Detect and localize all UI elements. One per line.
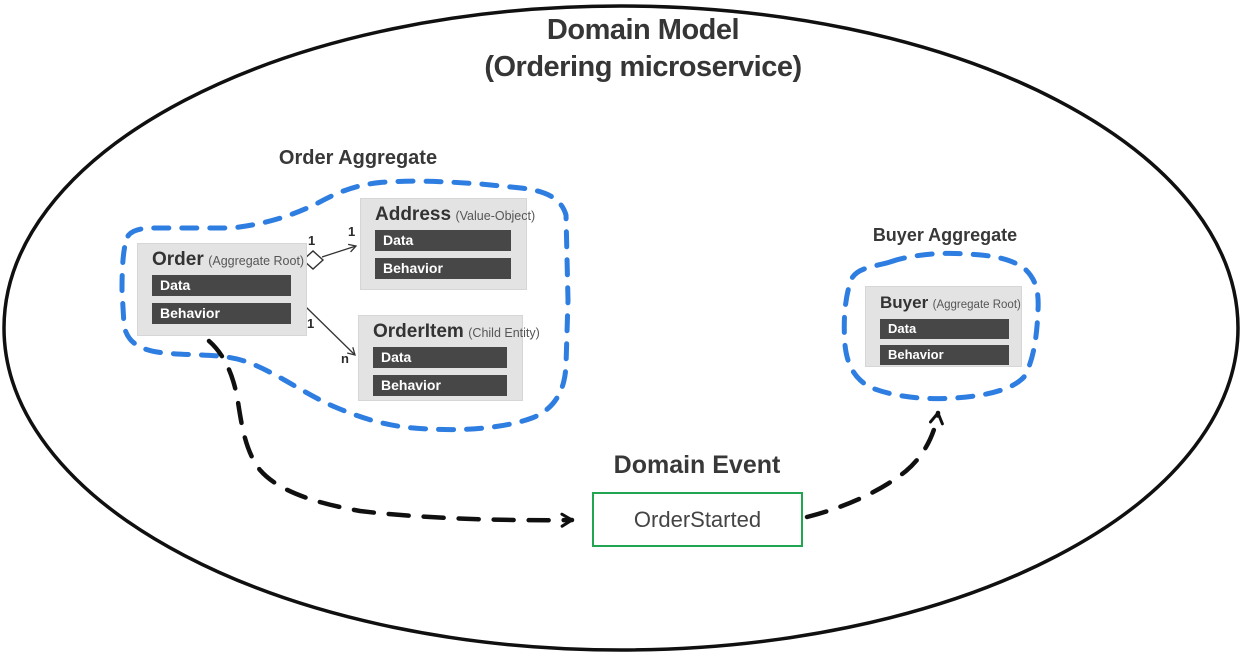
diagram-title: Domain Model (Ordering microservice) bbox=[293, 12, 993, 86]
aggregation-diamond bbox=[301, 250, 325, 270]
domain-boundary-ellipse bbox=[2, 4, 1240, 652]
address-entity-name: Address bbox=[375, 204, 452, 225]
domain-event-label: Domain Event bbox=[613, 451, 781, 479]
address-entity-box: Address (Value-Object) Data Behavior bbox=[360, 198, 535, 290]
order-orderitem-connector bbox=[305, 306, 356, 356]
order-aggregate-label: Order Aggregate bbox=[278, 147, 438, 169]
event-to-buyer-arrow bbox=[804, 410, 944, 520]
mult-order-item-target: n bbox=[341, 351, 349, 366]
mult-order-address-target: 1 bbox=[348, 224, 356, 239]
mult-order-address-source: 1 bbox=[308, 233, 316, 248]
orderitem-entity-name: OrderItem bbox=[373, 321, 464, 342]
buyer-entity-stereotype: (Aggregate Root) bbox=[932, 299, 1021, 311]
address-entity-stereotype: (Value-Object) bbox=[455, 209, 536, 223]
buyer-data-bar: Data bbox=[880, 319, 1009, 339]
diagram-title-line1: Domain Model bbox=[546, 14, 740, 46]
orderitem-entity-title: OrderItem (Child Entity) bbox=[358, 315, 540, 347]
diagram-title-line2: (Ordering microservice) bbox=[484, 51, 802, 83]
order-address-connector bbox=[321, 243, 358, 258]
buyer-behavior-bar: Behavior bbox=[880, 345, 1009, 365]
order-started-event-box: OrderStarted bbox=[592, 492, 803, 547]
buyer-entity-title: Buyer (Aggregate Root) bbox=[865, 286, 1022, 319]
mult-order-item-source: 1 bbox=[307, 316, 315, 331]
order-data-bar: Data bbox=[152, 275, 291, 296]
orderitem-data-bar: Data bbox=[373, 347, 507, 368]
buyer-aggregate-label: Buyer Aggregate bbox=[872, 225, 1018, 245]
buyer-entity-box: Buyer (Aggregate Root) Data Behavior bbox=[865, 286, 1022, 367]
buyer-entity-name: Buyer bbox=[880, 293, 929, 312]
order-behavior-bar: Behavior bbox=[152, 303, 291, 324]
address-data-bar: Data bbox=[375, 230, 511, 251]
order-entity-name: Order bbox=[152, 249, 204, 270]
address-entity-title: Address (Value-Object) bbox=[360, 198, 535, 230]
orderitem-entity-stereotype: (Child Entity) bbox=[468, 326, 540, 340]
address-behavior-bar: Behavior bbox=[375, 258, 511, 279]
order-aggregate-outline bbox=[119, 178, 571, 433]
buyer-aggregate-outline bbox=[841, 250, 1041, 402]
order-entity-title: Order (Aggregate Root) bbox=[137, 243, 307, 275]
order-to-event-arrow bbox=[206, 338, 575, 528]
orderitem-behavior-bar: Behavior bbox=[373, 375, 507, 396]
order-started-event-name: OrderStarted bbox=[633, 506, 762, 532]
order-entity-box: Order (Aggregate Root) Data Behavior bbox=[137, 243, 307, 336]
order-entity-stereotype: (Aggregate Root) bbox=[208, 254, 305, 268]
orderitem-entity-box: OrderItem (Child Entity) Data Behavior bbox=[358, 315, 540, 401]
